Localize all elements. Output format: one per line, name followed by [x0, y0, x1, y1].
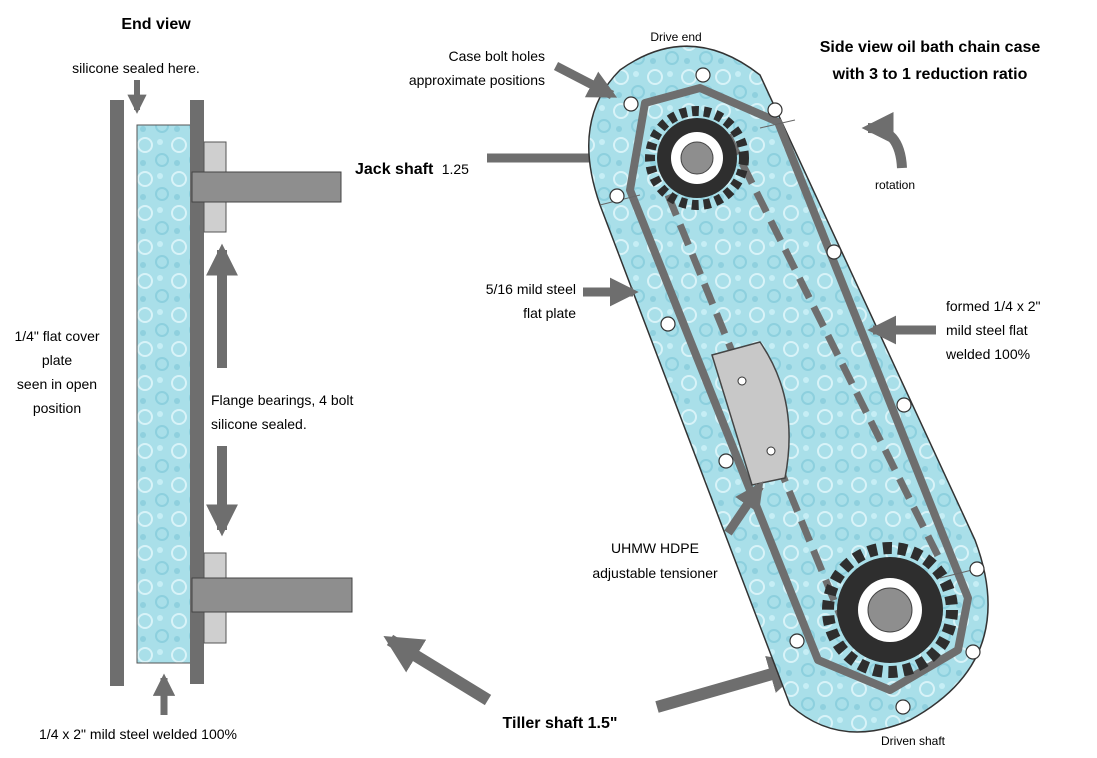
end-view: End view silicone sealed here. 1/4" flat… [14, 16, 353, 742]
bolt-hole [969, 561, 985, 577]
jack-shaft-callout: Jack shaft 1.25 [355, 143, 628, 178]
bottom-plate-label: 1/4 x 2" mild steel welded 100% [39, 726, 237, 742]
side-view: Side view oil bath chain case with 3 to … [409, 30, 1041, 748]
side-wall-plate [190, 100, 204, 684]
end-view-title: End view [121, 16, 191, 33]
tensioner-line-1: UHMW HDPE [611, 540, 699, 556]
bolt-hole [718, 453, 734, 469]
upper-split-line-right [759, 119, 796, 129]
tiller-shaft-end [191, 577, 353, 613]
drive-sprocket-teeth [645, 106, 749, 210]
drive-sprocket-shaft [680, 141, 714, 175]
bolt-hole [789, 633, 805, 649]
bolt-hole [896, 397, 912, 413]
bolt-hole [767, 102, 783, 118]
side-view-title-1: Side view oil bath chain case [820, 39, 1041, 56]
case-bolts-line-2: approximate positions [409, 72, 545, 88]
formed-flat-wall [626, 84, 972, 694]
jack-shaft-name: Jack shaft [355, 161, 434, 178]
jack-shaft-end [191, 171, 342, 203]
driven-sprocket-shaft [867, 587, 913, 633]
bolt-hole [695, 67, 711, 83]
bolt-hole [826, 244, 842, 260]
plate-line-1: 5/16 mild steel [486, 281, 576, 297]
rotation-label: rotation [875, 178, 915, 192]
bolt-hole [623, 96, 639, 112]
silicone-top-label: silicone sealed here. [72, 60, 200, 76]
jack-shaft-size: 1.25 [442, 161, 469, 177]
tiller-left-arrow [383, 634, 492, 706]
cover-plate [110, 100, 124, 686]
cover-plate-line-2: plate [42, 352, 73, 368]
bolt-hole [660, 316, 676, 332]
formed-line-2: mild steel flat [946, 322, 1028, 338]
rotation-indicator: rotation [861, 112, 915, 192]
side-view-title-2: with 3 to 1 reduction ratio [832, 66, 1028, 83]
lower-split-line [939, 569, 973, 579]
cover-plate-line-4: position [33, 400, 81, 416]
case-bolts-arrow [553, 62, 618, 99]
bolt-hole [609, 188, 625, 204]
bolt-hole [895, 699, 911, 715]
formed-line-1: formed 1/4 x 2" [946, 298, 1040, 314]
tiller-shaft-label: Tiller shaft 1.5" [503, 715, 618, 732]
formed-line-3: welded 100% [945, 346, 1030, 362]
case-bolt-holes [609, 67, 985, 715]
chain-right-run [724, 133, 944, 562]
driven-sprocket-teeth [822, 542, 958, 678]
rotation-arrow-icon [861, 112, 907, 169]
tensioner-bolt-bottom [766, 446, 776, 456]
flange-line-2: silicone sealed. [211, 416, 307, 432]
cover-plate-line-1: 1/4" flat cover [14, 328, 99, 344]
cover-plate-line-3: seen in open [17, 376, 97, 392]
case-bolts-line-1: Case bolt holes [448, 48, 545, 64]
tensioner-bolt-top [737, 376, 747, 386]
tensioner-line-2: adjustable tensioner [592, 565, 718, 581]
oil-chamber [136, 124, 192, 664]
tiller-right-arrow [655, 656, 808, 713]
bolt-hole [965, 644, 981, 660]
tensioner-arrow [724, 481, 764, 536]
jack-shaft-label: Jack shaft 1.25 [355, 161, 469, 178]
drive-sprocket [645, 106, 749, 210]
tiller-shaft-callout: Tiller shaft 1.5" [383, 634, 808, 732]
driven-shaft-label: Driven shaft [881, 734, 946, 748]
drive-end-label: Drive end [650, 30, 701, 44]
flange-line-1: Flange bearings, 4 bolt [211, 392, 354, 408]
plate-line-2: flat plate [523, 305, 576, 321]
driven-sprocket [822, 542, 958, 678]
